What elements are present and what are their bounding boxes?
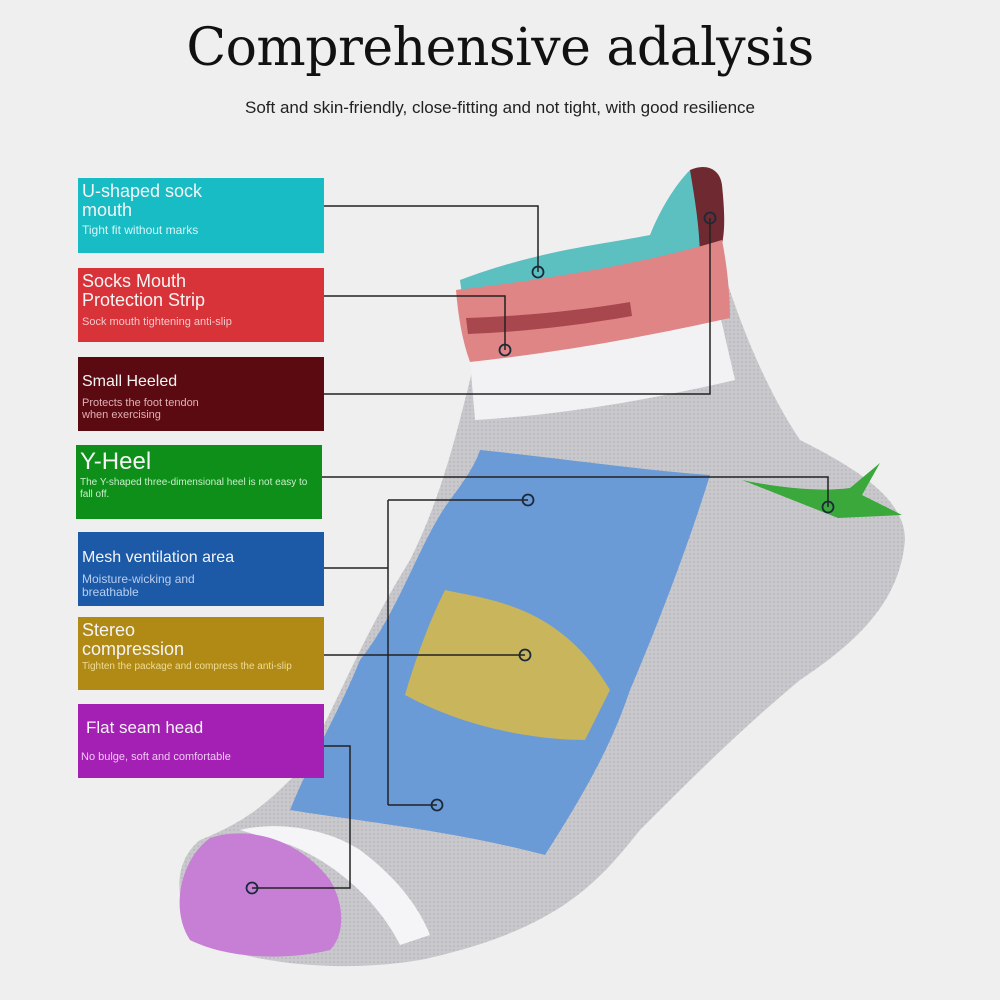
label-description: Tighten the package and compress the ant… <box>82 661 292 672</box>
label-description: The Y-shaped three-dimensional heel is n… <box>80 477 308 500</box>
callout-dots <box>245 211 835 895</box>
label-title: Stereo compression <box>82 620 185 659</box>
compression-area <box>405 590 610 740</box>
label-title: Y-Heel <box>80 448 152 475</box>
label-description: Moisture-wicking and breathable <box>82 572 195 599</box>
label-flat-seam-head: Flat seam head No bulge, soft and comfor… <box>78 704 324 778</box>
label-y-heel: Y-Heel The Y-shaped three-dimensional he… <box>76 445 322 519</box>
label-description: Tight fit without marks <box>82 223 199 237</box>
cuff-inner <box>460 170 720 295</box>
page-subtitle: Soft and skin-friendly, close-fitting an… <box>245 98 755 117</box>
page-title: Comprehensive adalysis <box>186 18 814 78</box>
label-title: Flat seam head <box>86 718 204 737</box>
label-small-heeled: Small Heeled Protects the foot tendon wh… <box>78 357 324 431</box>
label-u-shaped-sock-mouth: U-shaped sock mouth Tight fit without ma… <box>78 178 324 253</box>
label-title: U-shaped sock mouth <box>82 181 203 220</box>
label-description: No bulge, soft and comfortable <box>81 751 231 763</box>
label-title: Small Heeled <box>82 373 178 390</box>
label-title: Socks Mouth Protection Strip <box>82 271 206 310</box>
label-socks-mouth-protection-strip: Socks Mouth Protection Strip Sock mouth … <box>78 268 324 342</box>
label-description: Protects the foot tendon when exercising <box>82 397 199 421</box>
toe-area <box>179 833 342 957</box>
y-heel-mark <box>742 463 902 518</box>
label-title: Mesh ventilation area <box>82 549 235 566</box>
cuff-band <box>456 240 730 362</box>
label-mesh-ventilation-area: Mesh ventilation area Moisture-wicking a… <box>78 532 324 606</box>
connector-lines <box>252 205 829 889</box>
label-description: Sock mouth tightening anti-slip <box>82 316 232 328</box>
label-stereo-compression: Stereo compression Tighten the package a… <box>78 617 324 690</box>
